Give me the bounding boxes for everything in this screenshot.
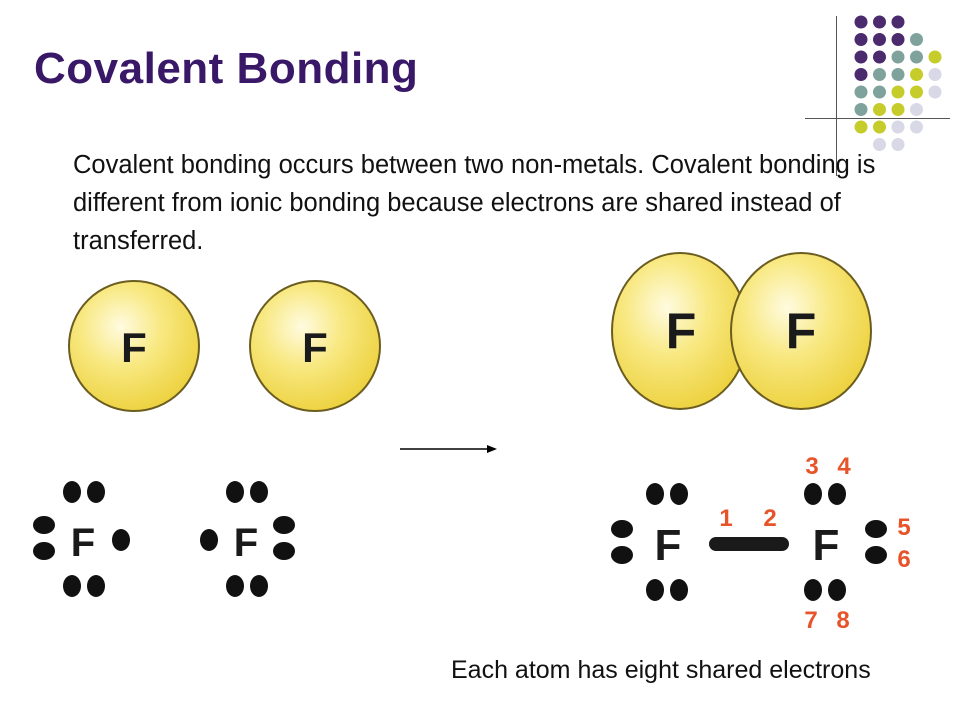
electron-dot bbox=[670, 483, 688, 505]
electron-dot bbox=[804, 483, 822, 505]
electron-dot bbox=[828, 483, 846, 505]
atom-label: F bbox=[121, 324, 147, 371]
decorative-dot bbox=[910, 50, 923, 64]
decorative-dot bbox=[928, 68, 942, 81]
decorative-dot bbox=[891, 50, 905, 64]
electron-dot bbox=[273, 542, 295, 560]
decorative-dot bbox=[873, 138, 886, 151]
electron-number: 4 bbox=[837, 453, 851, 480]
electron-dot bbox=[33, 516, 55, 534]
decorative-dot bbox=[928, 50, 942, 64]
lewis-label: F bbox=[813, 521, 840, 570]
electron-dot bbox=[611, 546, 633, 564]
lewis-label: F bbox=[234, 521, 258, 565]
lewis-label: F bbox=[655, 521, 682, 570]
electron-dot bbox=[63, 481, 81, 503]
decorative-horizontal-rule bbox=[805, 118, 950, 119]
electron-dot bbox=[670, 579, 688, 601]
electron-dot bbox=[865, 546, 887, 564]
decorative-dot bbox=[891, 15, 905, 29]
decorative-dot bbox=[891, 103, 905, 116]
decorative-dot bbox=[891, 85, 905, 99]
decorative-dot bbox=[873, 103, 886, 116]
decorative-dot bbox=[910, 68, 923, 81]
electron-dot bbox=[226, 481, 244, 503]
separate-atom-1: F bbox=[68, 280, 200, 412]
decorative-dot bbox=[854, 68, 868, 81]
lewis-label: F bbox=[71, 521, 95, 565]
bond-line bbox=[709, 537, 789, 551]
decorative-dot bbox=[891, 68, 905, 81]
electron-dot bbox=[611, 520, 633, 538]
decorative-dot bbox=[910, 33, 923, 46]
electron-number: 8 bbox=[836, 607, 849, 634]
electron-number: 6 bbox=[897, 546, 910, 573]
lewis-structure-left-2: F bbox=[200, 481, 295, 597]
lewis-structure-bonded: F F 1 2 3 4 5 6 7 8 bbox=[611, 453, 911, 634]
decorative-dot bbox=[891, 138, 905, 151]
separate-atom-2: F bbox=[249, 280, 381, 412]
decorative-dot bbox=[873, 120, 886, 134]
decorative-dot bbox=[873, 33, 886, 46]
electron-dot bbox=[250, 481, 268, 503]
electron-dot bbox=[273, 516, 295, 534]
decorative-dot bbox=[873, 50, 886, 64]
decorative-dot bbox=[910, 120, 923, 134]
reaction-arrow bbox=[400, 445, 497, 453]
electron-number: 7 bbox=[804, 607, 817, 634]
electron-number: 3 bbox=[805, 453, 818, 480]
bonded-atom-1: F bbox=[611, 252, 749, 410]
electron-dot bbox=[646, 483, 664, 505]
lewis-structure-left-1: F bbox=[33, 481, 130, 597]
electron-dot bbox=[200, 529, 218, 551]
decorative-dot bbox=[891, 33, 905, 46]
diagram-caption: Each atom has eight shared electrons bbox=[451, 656, 871, 684]
decorative-dot bbox=[854, 33, 868, 46]
electron-number: 5 bbox=[897, 514, 910, 541]
electron-dot bbox=[865, 520, 887, 538]
bonded-atom-2: F bbox=[730, 252, 872, 410]
decorative-dot bbox=[873, 15, 886, 29]
slide-body-text: Covalent bonding occurs between two non-… bbox=[73, 151, 876, 255]
decorative-dot bbox=[873, 68, 886, 81]
electron-dot bbox=[112, 529, 130, 551]
electron-dot bbox=[33, 542, 55, 560]
electron-dot bbox=[828, 579, 846, 601]
decorative-dot bbox=[854, 103, 868, 116]
decorative-dot bbox=[854, 85, 868, 99]
decorative-dot-grid bbox=[854, 15, 942, 151]
atom-label: F bbox=[786, 303, 817, 359]
electron-dot bbox=[250, 575, 268, 597]
atom-label: F bbox=[666, 303, 697, 359]
electron-dot bbox=[87, 481, 105, 503]
electron-dot bbox=[226, 575, 244, 597]
electron-dot bbox=[804, 579, 822, 601]
decorative-dot bbox=[891, 120, 905, 134]
electron-dot bbox=[646, 579, 664, 601]
electron-dot bbox=[87, 575, 105, 597]
slide-title: Covalent Bonding bbox=[34, 44, 419, 93]
decorative-dot bbox=[928, 85, 942, 99]
electron-number: 1 bbox=[719, 505, 732, 532]
decorative-dot bbox=[854, 50, 868, 64]
decorative-dot bbox=[854, 15, 868, 29]
decorative-dot bbox=[873, 85, 886, 99]
decorative-dot bbox=[910, 85, 923, 99]
decorative-dot bbox=[910, 103, 923, 116]
decorative-vertical-rule bbox=[836, 16, 837, 176]
decorative-dot bbox=[854, 120, 868, 134]
electron-number: 2 bbox=[763, 505, 776, 532]
electron-dot bbox=[63, 575, 81, 597]
atom-label: F bbox=[302, 324, 328, 371]
